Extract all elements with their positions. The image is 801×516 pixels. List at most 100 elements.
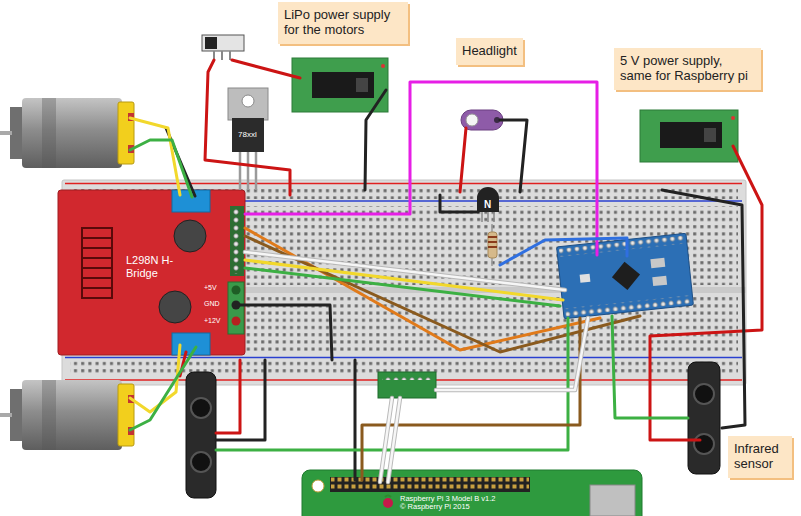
dc-motor [22, 98, 122, 168]
voltage-regulator [240, 152, 256, 190]
voltage-regulator [228, 88, 268, 120]
callout-note: 5 V power supply, same for Raspberry pi [614, 48, 761, 90]
dc-jack [292, 58, 388, 112]
wire [365, 90, 386, 190]
arduino-board [652, 276, 667, 286]
slide-switch [202, 35, 244, 51]
part-label: GND [204, 300, 220, 308]
wire [354, 360, 357, 480]
adc-module [378, 372, 436, 398]
dc-jack [640, 110, 738, 162]
dc-jack [292, 58, 388, 112]
raspberry-pi-board [590, 485, 635, 516]
wire [130, 60, 762, 482]
callout-note: Headlight [456, 38, 523, 65]
slide-switch [202, 35, 244, 60]
part-label: © Raspberry Pi 2015 [400, 503, 470, 511]
breadboard [65, 357, 742, 359]
ir-sensor [694, 434, 714, 454]
ir-sensor [186, 372, 216, 498]
wire [232, 60, 300, 78]
dc-jack [312, 72, 374, 98]
arduino-board [650, 258, 665, 268]
resistor [488, 237, 497, 247]
ir-sensor [688, 362, 720, 474]
h-bridge-board [228, 282, 244, 334]
dc-motor [22, 380, 122, 450]
wire [216, 318, 568, 450]
transistor [477, 187, 499, 212]
h-bridge-board [172, 333, 210, 355]
label-anchor: N [484, 194, 491, 212]
dc-jack [731, 116, 735, 120]
callout-note: LiPo power supply for the motors [278, 2, 408, 44]
dc-jack [356, 78, 368, 92]
wire [436, 318, 588, 390]
raspberry-pi-board [385, 496, 391, 498]
dc-motor [10, 107, 24, 159]
wire [245, 252, 565, 290]
part-label: +5V [204, 284, 217, 292]
dc-motor [0, 98, 134, 168]
arduino-board [580, 274, 591, 283]
dc-motor [42, 98, 56, 168]
wire [130, 347, 196, 430]
regulator-body: 78xxl [232, 120, 264, 150]
wire [245, 228, 600, 350]
wire [205, 60, 290, 195]
dc-jack [704, 128, 716, 142]
breadboard [65, 183, 742, 185]
raspberry-pi-board [330, 477, 530, 492]
wire [130, 118, 180, 195]
wire [216, 360, 240, 433]
wire [245, 260, 563, 300]
led-module [461, 110, 503, 130]
voltage-regulator [232, 118, 264, 152]
transistor [477, 187, 499, 222]
wire [662, 190, 745, 428]
h-bridge-board [58, 190, 245, 355]
wire [245, 252, 565, 290]
raspberry-pi-board: Raspberry Pi 3 Model B v1.2© Raspberry P… [302, 470, 642, 516]
transistor [482, 212, 494, 222]
wire [500, 120, 527, 192]
callout-text: LiPo power supply for the motors [284, 8, 402, 38]
wire [388, 398, 400, 482]
wire [130, 140, 192, 197]
part-label: +12V [204, 317, 221, 325]
ir-sensor [688, 362, 720, 474]
dc-motor [0, 380, 134, 450]
slide-switch [214, 51, 230, 60]
wire [440, 195, 478, 212]
wire [362, 318, 580, 480]
led-module [466, 114, 478, 126]
wire [130, 345, 180, 412]
wire [388, 398, 400, 482]
dc-motor [118, 384, 134, 446]
led-module [461, 110, 503, 130]
h-bridge-board [58, 190, 245, 355]
ir-sensor [191, 452, 211, 472]
part-label: 78xxl [238, 130, 257, 139]
wire [650, 146, 762, 440]
dc-motor [0, 413, 12, 417]
dc-motor [42, 380, 56, 450]
callout-text: 5 V power supply, same for Raspberry pi [620, 54, 755, 84]
h-bridge-board [232, 208, 240, 274]
voltage-regulator [228, 88, 268, 190]
dc-motor [118, 102, 134, 164]
h-bridge-board [82, 228, 112, 298]
resistor [488, 232, 497, 258]
adc-module [378, 372, 436, 398]
arduino-board [557, 233, 694, 318]
transistor-type: N [484, 199, 491, 210]
part-label: Raspberry Pi 3 Model B v1.2 [400, 495, 495, 503]
raspberry-pi-board [302, 470, 642, 516]
raspberry-pi-board [302, 470, 642, 516]
wire [245, 268, 560, 306]
callout-text: Infrared sensor [734, 442, 786, 472]
